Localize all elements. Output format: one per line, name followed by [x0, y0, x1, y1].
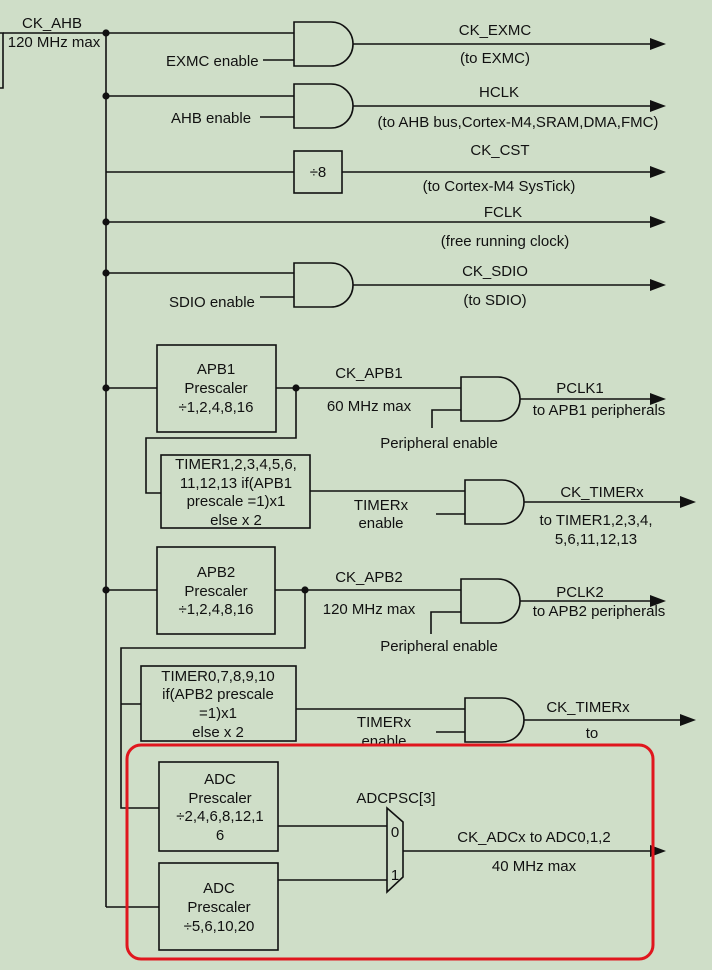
- apb2-timer-desc-label: TIMER0,7,8,9,10: [537, 744, 650, 761]
- apb1-prescaler-ratios: ÷1,2,4,8,16: [179, 399, 254, 416]
- apb1-timer-desc-label: 5,6,11,12,13: [555, 531, 637, 548]
- apb1-clock-label: CK_APB1: [335, 365, 403, 382]
- cst-output-arrow: [650, 166, 666, 178]
- source-max-label: 120 MHz max: [8, 34, 101, 51]
- cst-divider-box: [293, 150, 343, 194]
- cst-desc-label: (to Cortex-M4 SysTick): [423, 178, 576, 195]
- apb1-timer-mult-box: [160, 454, 311, 529]
- adc-prescaler-a-line: 6: [216, 827, 224, 844]
- apb2-timer-branch-wire: [120, 590, 306, 809]
- apb1-enable-wire: [431, 409, 461, 428]
- cst-clock-label: CK_CST: [470, 142, 529, 159]
- sdio-clock-label: CK_SDIO: [462, 263, 528, 280]
- adc-mux-in0-label: 0: [391, 824, 399, 841]
- pclk2-output-arrow: [650, 595, 666, 607]
- sdio-desc-label: (to SDIO): [463, 292, 526, 309]
- pclk2-label: PCLK2: [556, 584, 604, 601]
- source-box-edge: [0, 32, 4, 89]
- apb1-timer-clock-label: CK_TIMERx: [560, 484, 644, 501]
- apb2-timer-mult-line: TIMER0,7,8,9,10: [161, 668, 274, 685]
- apb2-clock-label: CK_APB2: [335, 569, 403, 586]
- adc-prescaler-a-line: ÷2,4,6,8,12,1: [176, 808, 263, 825]
- apb1-timer-and-gate: [464, 479, 525, 525]
- apb2-timer-enable-label: TIMERx: [357, 714, 412, 731]
- apb1-timer-desc-label: to TIMER1,2,3,4,: [539, 512, 652, 529]
- apb1-timer-mult-line: 11,12,13 if(APB1: [180, 475, 292, 492]
- adc-mux-in1-label: 1: [391, 867, 399, 884]
- fclk-output-arrow: [650, 216, 666, 228]
- apb2-prescaler-ratios: ÷1,2,4,8,16: [179, 601, 254, 618]
- cst-divider-label: ÷8: [310, 164, 327, 181]
- apb2-timer-mult-line: else x 2: [192, 724, 244, 741]
- adc-max-label: 40 MHz max: [492, 858, 577, 875]
- apb1-and-gate: [460, 376, 521, 422]
- apb1-prescaler-label: Prescaler: [184, 380, 247, 397]
- apb2-timer-enable-label: enable: [361, 733, 406, 750]
- fclk-clock-label: FCLK: [484, 204, 522, 221]
- ahb-enable-label: AHB enable: [171, 110, 251, 127]
- apb2-timer-mult-line: if(APB2 prescale: [162, 686, 274, 703]
- apb2-timer-and-gate: [464, 697, 525, 743]
- apb1-timer-mult-line: TIMER1,2,3,4,5,6,: [175, 456, 297, 473]
- adc-highlight-frame: [125, 743, 655, 961]
- sdio-and-gate: [293, 262, 354, 308]
- apb2-prescaler-label: Prescaler: [184, 583, 247, 600]
- apb2-max-label: 120 MHz max: [323, 601, 416, 618]
- apb1-timer-output-arrow: [680, 496, 696, 508]
- pclk1-label: PCLK1: [556, 380, 604, 397]
- apb2-prescaler-box: [156, 546, 276, 635]
- hclk-desc-label: (to AHB bus,Cortex-M4,SRAM,DMA,FMC): [378, 114, 659, 131]
- apb2-prescaler-title: APB2: [197, 564, 235, 581]
- apb2-timer-mult-line: =1)x1: [199, 705, 237, 722]
- apb1-timer-enable-label: TIMERx: [354, 497, 409, 514]
- adc-prescaler-b-box: [158, 862, 279, 951]
- apb1-timer-mult-line: else x 2: [210, 512, 262, 529]
- exmc-output-arrow: [650, 38, 666, 50]
- adc-prescaler-b-line: ÷5,6,10,20: [184, 918, 255, 935]
- hclk-output-arrow: [650, 100, 666, 112]
- pclk2-desc-label: to APB2 peripherals: [533, 603, 666, 620]
- apb2-and-gate: [460, 578, 521, 624]
- exmc-and-gate: [293, 21, 354, 67]
- apb1-timer-enable-label: enable: [358, 515, 403, 532]
- fclk-desc-label: (free running clock): [441, 233, 569, 250]
- apb1-periph-enable-label: Peripheral enable: [380, 435, 498, 452]
- source-clock-label: CK_AHB: [22, 15, 82, 32]
- adc-clock-label: CK_ADCx to ADC0,1,2: [457, 829, 610, 846]
- adc-prescaler-a-line: Prescaler: [188, 790, 251, 807]
- adc-mux: [386, 806, 404, 894]
- apb1-prescaler-title: APB1: [197, 361, 235, 378]
- sdio-output-arrow: [650, 279, 666, 291]
- pclk1-output-arrow: [650, 393, 666, 405]
- exmc-clock-label: CK_EXMC: [459, 22, 532, 39]
- adc-mux-select-label: ADCPSC[3]: [356, 790, 435, 807]
- apb1-timer-mult-line: prescale =1)x1: [187, 493, 286, 510]
- apb1-max-label: 60 MHz max: [327, 398, 412, 415]
- sdio-enable-label: SDIO enable: [169, 294, 255, 311]
- adc-prescaler-b-line: Prescaler: [187, 899, 250, 916]
- pclk1-desc-label: to APB1 peripherals: [533, 402, 666, 419]
- apb2-periph-enable-label: Peripheral enable: [380, 638, 498, 655]
- adc-prescaler-a-line: ADC: [204, 771, 236, 788]
- adc-prescaler-b-line: ADC: [203, 880, 235, 897]
- apb2-timer-output-arrow: [680, 714, 696, 726]
- adc-prescaler-a-box: [158, 761, 279, 852]
- apb2-timer-desc-label: to: [586, 725, 599, 742]
- apb2-enable-wire: [430, 611, 461, 634]
- apb2-timer-clock-label: CK_TIMERx: [546, 699, 630, 716]
- exmc-desc-label: (to EXMC): [460, 50, 530, 67]
- hclk-clock-label: HCLK: [479, 84, 519, 101]
- exmc-enable-label: EXMC enable: [166, 53, 259, 70]
- apb1-timer-branch-wire: [145, 388, 297, 494]
- apb2-timer-mult-box: [140, 665, 297, 742]
- apb1-prescaler-box: [156, 344, 277, 433]
- hclk-and-gate: [293, 83, 354, 129]
